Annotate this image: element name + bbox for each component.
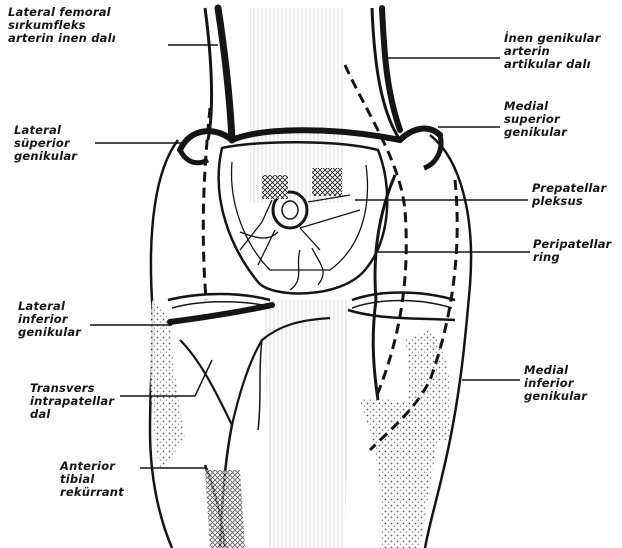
lateral-femoral-circumflex-artery xyxy=(218,8,232,140)
label-peripatellar: Peripatellar ring xyxy=(533,238,612,264)
lateral-inferior-genicular-artery xyxy=(170,305,272,322)
label-inen-genikular: İnen genikular arterin artikular dalı xyxy=(504,32,601,71)
medial-superior-genicular-loop xyxy=(424,135,441,168)
medial-tibia-shading xyxy=(360,398,440,548)
peripatellar-ring-artery xyxy=(375,175,395,300)
patellar-tendon xyxy=(265,300,350,548)
label-medial-superior: Medial superior genikular xyxy=(504,100,567,139)
label-lateral-inferior: Lateral inferior genikular xyxy=(18,300,81,339)
label-lateral-femoral: Lateral femoral sırkumfleks arterin inen… xyxy=(8,6,116,45)
tibial-branch-2 xyxy=(258,340,262,430)
anterior-tibial-shading xyxy=(205,470,245,548)
leader-transvers-b xyxy=(195,360,212,396)
descending-genicular-artery xyxy=(382,8,400,130)
label-lateral-superior: Lateral süperior genikular xyxy=(14,124,77,163)
label-prepatellar: Prepatellar pleksus xyxy=(532,182,606,208)
label-transvers: Transvers intrapatellar dal xyxy=(30,382,114,421)
lateral-superior-genicular-loop xyxy=(180,150,208,163)
label-anterior-tibial: Anterior tibial rekürrant xyxy=(60,460,124,499)
femur-lateral-outline xyxy=(205,8,212,140)
label-medial-inferior: Medial inferior genikular xyxy=(524,364,587,403)
